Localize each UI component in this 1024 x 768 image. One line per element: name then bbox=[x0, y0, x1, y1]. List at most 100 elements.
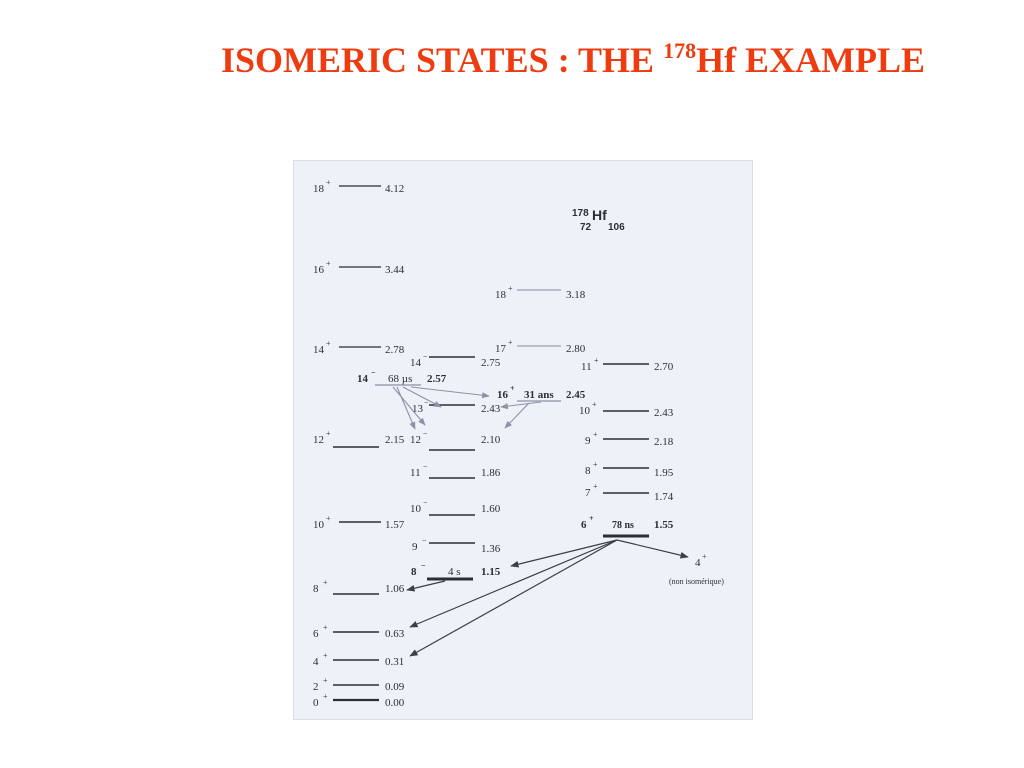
svg-text:0.31: 0.31 bbox=[385, 656, 404, 668]
svg-text:2.80: 2.80 bbox=[566, 343, 586, 355]
svg-text:7: 7 bbox=[585, 487, 591, 499]
svg-text:12: 12 bbox=[313, 434, 324, 446]
svg-text:17: 17 bbox=[495, 343, 507, 355]
svg-text:2.15: 2.15 bbox=[385, 434, 405, 446]
left-band: 18 + 4.12 16 + 3.44 14 + 2.78 12 + 2.15 bbox=[313, 178, 405, 709]
svg-text:0.63: 0.63 bbox=[385, 628, 405, 640]
svg-text:14: 14 bbox=[357, 373, 369, 385]
transition-arrow bbox=[504, 402, 530, 429]
svg-text:2.43: 2.43 bbox=[654, 407, 674, 419]
level-right-18plus: 18 + 3.18 bbox=[495, 284, 586, 301]
transition-arrow bbox=[406, 580, 446, 592]
level-mid-14minus: 14 − 2.75 bbox=[410, 352, 501, 369]
svg-text:+: + bbox=[323, 623, 328, 632]
title-mass-number: 178 bbox=[663, 38, 697, 63]
svg-text:9: 9 bbox=[412, 541, 418, 553]
svg-text:4: 4 bbox=[695, 557, 701, 569]
level-left-4plus: 4 + 0.31 bbox=[313, 651, 404, 668]
svg-text:18: 18 bbox=[313, 183, 325, 195]
middle-band: 14 − 2.75 13 − 2.43 12 − 2.10 11 − 1.86 bbox=[410, 352, 501, 555]
svg-text:−: − bbox=[423, 462, 428, 471]
svg-text:+: + bbox=[323, 676, 328, 685]
svg-text:(non isomérique): (non isomérique) bbox=[669, 577, 724, 586]
level-left-8plus: 8 + 1.06 bbox=[313, 578, 405, 595]
level-left-18plus: 18 + 4.12 bbox=[313, 178, 404, 195]
isomer-6plus: 6 + 78 ns 1.55 bbox=[581, 514, 674, 538]
svg-text:2.43: 2.43 bbox=[481, 403, 501, 415]
transitions bbox=[392, 386, 689, 657]
svg-text:8: 8 bbox=[313, 583, 319, 595]
svg-text:2.70: 2.70 bbox=[654, 361, 674, 373]
svg-text:+: + bbox=[508, 284, 513, 293]
level-mid-13minus: 13 − 2.43 bbox=[412, 398, 501, 415]
level-mid-9minus: 9 − 1.36 bbox=[412, 536, 501, 555]
svg-text:+: + bbox=[323, 692, 328, 701]
nucleus-mass: 178 bbox=[572, 208, 589, 219]
svg-text:8: 8 bbox=[585, 465, 591, 477]
svg-text:2.18: 2.18 bbox=[654, 436, 674, 448]
svg-text:78 ns: 78 ns bbox=[612, 520, 634, 531]
svg-text:1.55: 1.55 bbox=[654, 519, 674, 531]
title-suffix: Hf EXAMPLE bbox=[696, 40, 926, 80]
svg-text:6: 6 bbox=[313, 628, 319, 640]
svg-text:10: 10 bbox=[313, 519, 325, 531]
transition-arrow bbox=[410, 386, 490, 399]
level-right-10plus: 10 + 2.43 bbox=[579, 400, 674, 419]
svg-text:0.00: 0.00 bbox=[385, 697, 405, 709]
svg-text:11: 11 bbox=[581, 361, 592, 373]
level-scheme-svg: 178 Hf 72 106 18 + 4.12 16 + 3.44 14 + bbox=[313, 178, 724, 709]
svg-text:+: + bbox=[594, 356, 599, 365]
svg-text:8: 8 bbox=[411, 566, 417, 578]
svg-text:31 ans: 31 ans bbox=[524, 389, 554, 401]
svg-text:+: + bbox=[593, 430, 598, 439]
right-upper-band: 18 + 3.18 17 + 2.80 bbox=[495, 284, 586, 355]
svg-text:2.45: 2.45 bbox=[566, 389, 586, 401]
nucleus-z: 72 bbox=[580, 222, 592, 233]
transition-arrow bbox=[392, 386, 426, 426]
level-left-14plus: 14 + 2.78 bbox=[313, 339, 405, 356]
svg-text:+: + bbox=[323, 651, 328, 660]
svg-text:2.75: 2.75 bbox=[481, 357, 501, 369]
svg-text:1.06: 1.06 bbox=[385, 583, 405, 595]
svg-text:18: 18 bbox=[495, 289, 507, 301]
right-band: 11 + 2.70 10 + 2.43 9 + 2.18 8 + 1.95 bbox=[579, 356, 674, 503]
isomer-8minus: 8 − 4 s 1.15 bbox=[411, 561, 501, 581]
svg-text:3.18: 3.18 bbox=[566, 289, 586, 301]
level-right-7plus: 7 + 1.74 bbox=[585, 482, 674, 503]
level-left-6plus: 6 + 0.63 bbox=[313, 623, 405, 640]
svg-text:3.44: 3.44 bbox=[385, 264, 405, 276]
title-prefix: ISOMERIC STATES : THE bbox=[220, 40, 664, 80]
nucleus-n: 106 bbox=[608, 222, 625, 233]
svg-text:+: + bbox=[592, 400, 597, 409]
svg-text:+: + bbox=[323, 578, 328, 587]
level-left-2plus: 2 + 0.09 bbox=[313, 676, 405, 693]
svg-text:68 µs: 68 µs bbox=[388, 373, 412, 385]
svg-text:13: 13 bbox=[412, 403, 424, 415]
transition-arrow bbox=[396, 386, 416, 430]
svg-text:0: 0 bbox=[313, 697, 319, 709]
svg-text:1.60: 1.60 bbox=[481, 503, 501, 515]
level-left-0plus: 0 + 0.00 bbox=[313, 692, 405, 709]
svg-text:1.57: 1.57 bbox=[385, 519, 405, 531]
svg-text:1.86: 1.86 bbox=[481, 467, 501, 479]
svg-text:2: 2 bbox=[313, 681, 319, 693]
svg-text:10: 10 bbox=[579, 405, 591, 417]
transition-arrow bbox=[402, 386, 442, 408]
svg-text:1.95: 1.95 bbox=[654, 467, 674, 479]
svg-text:12: 12 bbox=[410, 434, 421, 446]
svg-text:2.57: 2.57 bbox=[427, 373, 447, 385]
transition-arrow bbox=[409, 539, 618, 657]
svg-text:+: + bbox=[326, 178, 331, 187]
slide-title: ISOMERIC STATES : THE 178Hf EXAMPLE bbox=[0, 38, 1024, 81]
svg-text:−: − bbox=[423, 352, 428, 361]
svg-text:6: 6 bbox=[581, 519, 587, 531]
svg-text:+: + bbox=[593, 482, 598, 491]
level-left-10plus: 10 + 1.57 bbox=[313, 514, 405, 531]
svg-text:9: 9 bbox=[585, 435, 591, 447]
svg-text:4 s: 4 s bbox=[448, 566, 461, 578]
svg-text:−: − bbox=[423, 429, 428, 438]
transition-arrow bbox=[500, 401, 542, 410]
svg-text:14: 14 bbox=[313, 344, 325, 356]
svg-text:+: + bbox=[508, 338, 513, 347]
svg-text:+: + bbox=[326, 259, 331, 268]
